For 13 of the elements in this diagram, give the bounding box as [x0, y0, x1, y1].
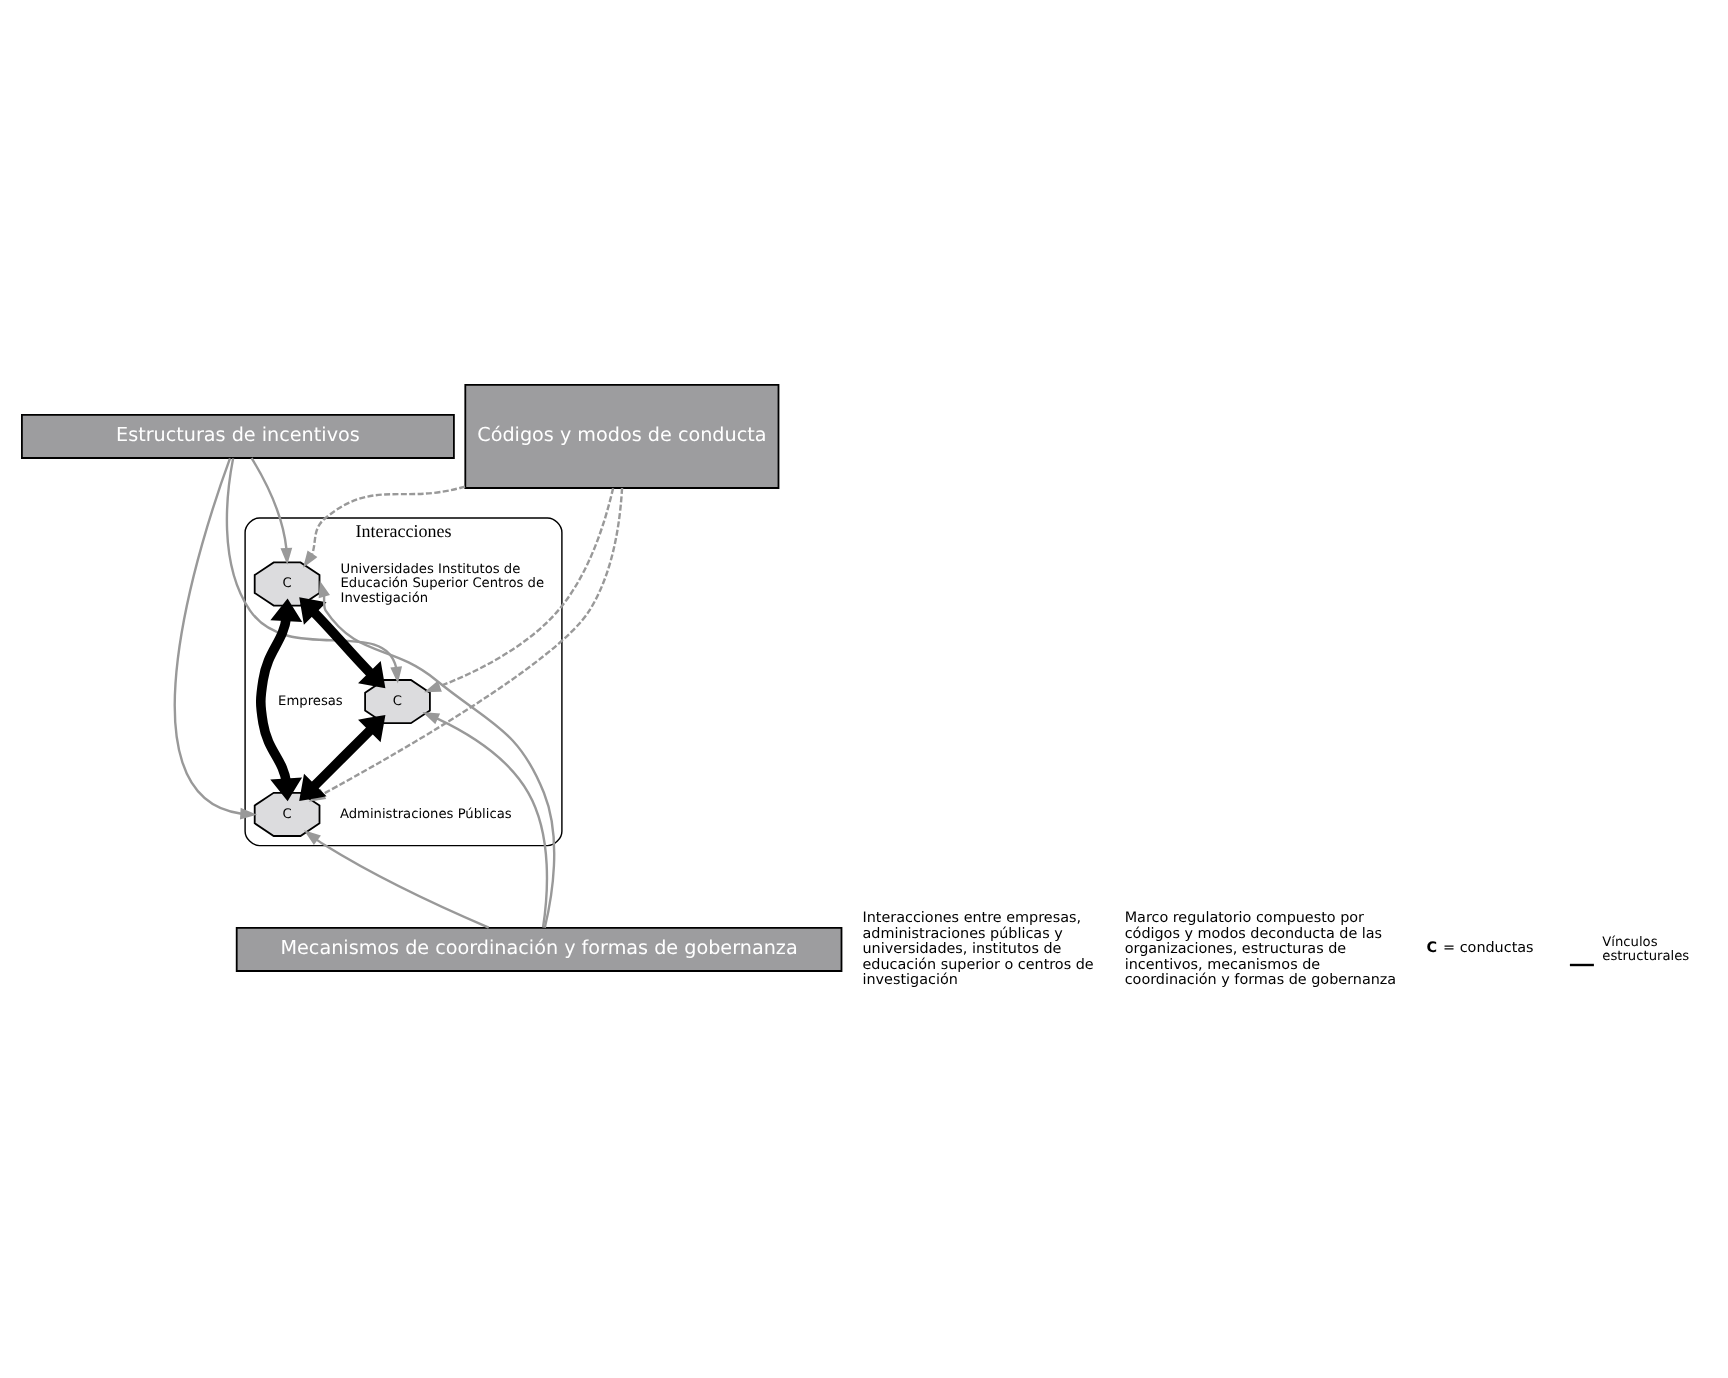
arrow	[424, 487, 615, 693]
arrow	[303, 830, 490, 929]
node-box: Estructuras de incentivos	[21, 413, 455, 459]
node-box: Códigos y modos de conducta	[464, 383, 780, 489]
node-box: Mecanismos de coordinación y formas de gobernanza	[235, 926, 843, 972]
arrow	[422, 711, 549, 928]
arrow	[299, 597, 386, 689]
arrow	[225, 458, 403, 684]
arrow	[173, 458, 258, 820]
arrow	[303, 485, 466, 568]
arrow	[250, 457, 293, 565]
arrow	[256, 598, 303, 802]
arrow	[318, 580, 556, 928]
